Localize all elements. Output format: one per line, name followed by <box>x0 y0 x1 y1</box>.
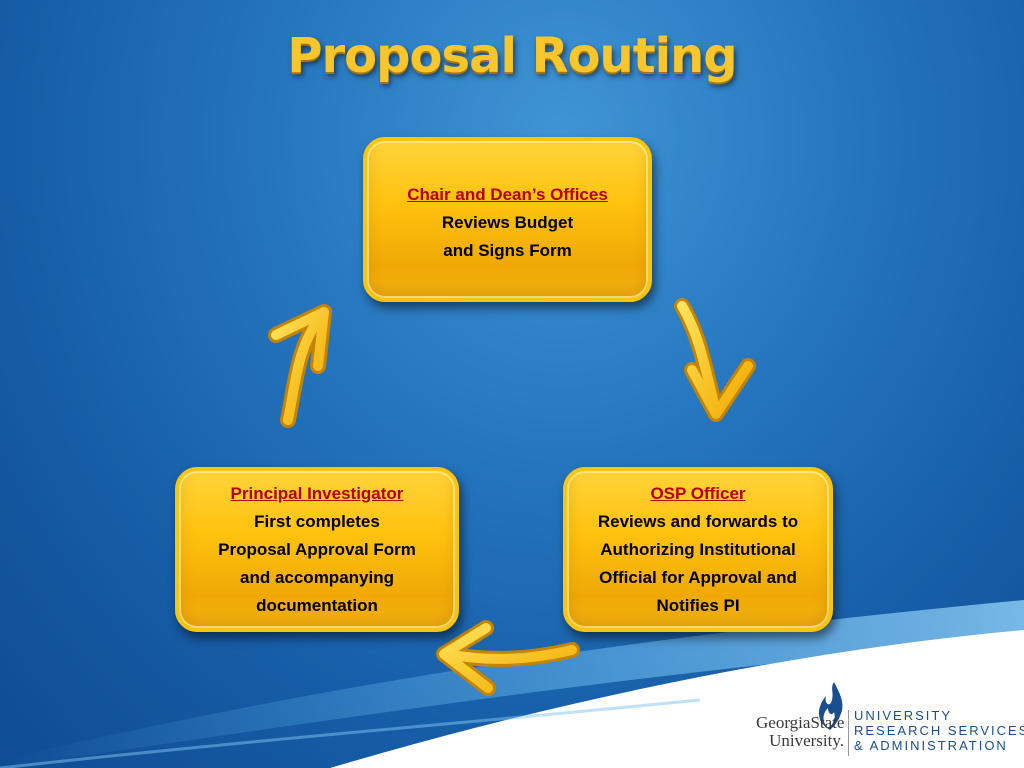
node-pi-line: Proposal Approval Form <box>218 539 416 559</box>
gsu-wordmark: GeorgiaState University. <box>756 714 844 750</box>
node-chair-line: Reviews Budget <box>441 213 574 232</box>
university-logo: GeorgiaState University. UNIVERSITY RESE… <box>748 680 1024 760</box>
white-footer-curve <box>330 630 1024 768</box>
node-osp-line: Reviews and forwards to <box>597 511 799 531</box>
dept-line: RESEARCH SERVICES <box>854 723 1024 738</box>
node-pi-line: First completes <box>254 511 380 531</box>
node-pi-heading: Principal Investigator <box>230 483 404 503</box>
node-osp-line: Notifies PI <box>656 595 740 615</box>
node-chair-dean: Chair and Dean’s Offices Reviews Budget … <box>363 137 652 302</box>
arrow-osp-to-pi <box>436 620 580 696</box>
slide-title: Proposal Routing <box>287 28 737 84</box>
node-pi-line: and accompanying <box>240 567 394 587</box>
node-chair-line: and Signs Form <box>443 241 572 260</box>
logo-divider <box>848 710 849 756</box>
node-osp-line: Authorizing Institutional <box>600 539 796 559</box>
node-principal-investigator: Principal Investigator First completes P… <box>175 467 459 632</box>
dept-wordmark: UNIVERSITY RESEARCH SERVICES & ADMINISTR… <box>854 708 1024 753</box>
arrow-pi-to-chair <box>268 304 332 428</box>
arrow-chair-to-osp <box>674 298 756 422</box>
node-osp-heading: OSP Officer <box>650 483 746 503</box>
flame-logo-icon <box>818 682 843 730</box>
node-osp-line: Official for Approval and <box>599 567 797 587</box>
node-pi-line: documentation <box>256 595 378 615</box>
node-osp-officer: OSP Officer Reviews and forwards to Auth… <box>563 467 833 632</box>
node-chair-heading: Chair and Dean’s Offices <box>407 185 608 204</box>
dept-line: & ADMINISTRATION <box>854 738 1008 753</box>
gsu-line: GeorgiaState <box>756 713 845 732</box>
dept-line: UNIVERSITY <box>854 708 953 723</box>
gsu-line: University. <box>769 731 844 750</box>
